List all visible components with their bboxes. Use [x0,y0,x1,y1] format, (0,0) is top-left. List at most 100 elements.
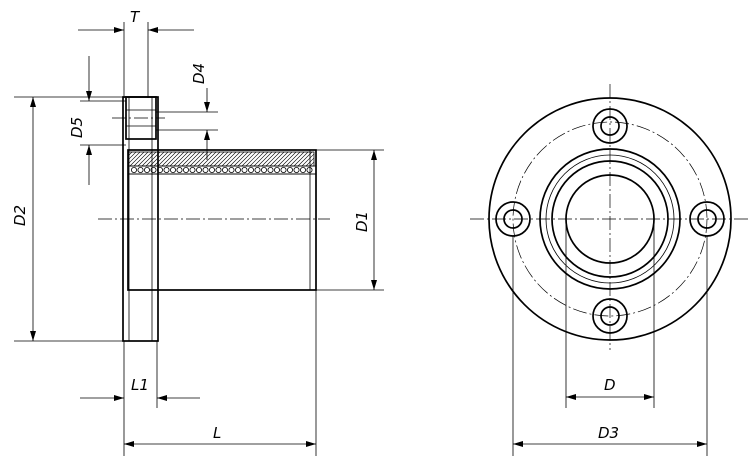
hatch-line [233,152,249,166]
body-inner-circle [545,154,675,284]
ball [293,166,300,173]
ball [169,166,176,173]
ball [221,166,228,173]
ball [189,166,196,173]
hatch-line [110,152,124,166]
hatch-line [309,161,314,166]
hatch-line [249,152,265,166]
flange-outer-circle [488,97,732,341]
hatch-line [261,152,277,166]
hatch-line [305,157,314,166]
hatch-line [201,152,217,166]
label-D5: D5 [68,117,86,138]
hatch-line [269,152,285,166]
ball [234,166,241,173]
hatch-line [181,152,197,166]
hatch-line [141,152,157,166]
label-D2: D2 [11,205,29,226]
ball [130,166,137,173]
ball [143,166,150,173]
hatch-line [165,152,181,166]
front-dimensions: D D3 [512,219,708,456]
ball [254,166,261,173]
bolt-circle [512,121,708,317]
ball [273,166,280,173]
ball [195,166,202,173]
hatch-line [277,152,293,166]
hatch-line [289,152,305,166]
ball [267,166,274,173]
mounting-hole-top [592,108,628,144]
hatch-line [281,152,297,166]
ball [163,166,170,173]
label-L1: L1 [131,376,149,394]
body-circle [539,148,681,290]
hatch-line [213,152,229,166]
hatch-line [257,152,273,166]
hatch-line [326,152,340,166]
ball [215,166,222,173]
hatch-line [265,152,281,166]
front-view [470,84,748,350]
side-dimensions: T D4 D5 D2 D1 L1 L [11,8,384,456]
hatch-line [173,152,189,166]
hatch-line [128,152,129,153]
hatch-line [128,152,137,161]
ball [260,166,267,173]
hatch-line [245,152,261,166]
hatch-line [241,152,257,166]
hatch-line [217,152,233,166]
hatch-line [273,152,289,166]
hatch-line [169,152,185,166]
hatch-line [253,152,269,166]
ball [306,166,313,173]
hatch-line [229,152,245,166]
hatch-line [285,152,301,166]
ball [247,166,254,173]
hatch-border [127,151,315,167]
ball [280,166,287,173]
ball [202,166,209,173]
ball [137,166,144,173]
mounting-hole-bottom [592,298,628,334]
hatch-line [197,152,213,166]
ball [299,166,306,173]
ball [208,166,215,173]
hatch-line [221,152,237,166]
sleeve-circle [551,160,669,278]
label-L: L [213,424,221,442]
hatch-line [145,152,161,166]
ball [228,166,235,173]
ball [241,166,248,173]
ball [176,166,183,173]
hatch-section [110,152,340,166]
hatch-line [205,152,221,166]
label-D1: D1 [353,211,371,232]
ball-row [130,166,313,173]
label-T: T [130,8,141,26]
hatch-line [157,152,173,166]
hatch-line [185,152,201,166]
hatch-line [318,152,332,166]
ball [156,166,163,173]
ball [286,166,293,173]
hatch-line [322,152,336,166]
hatch-line [129,152,145,166]
hatch-line [128,152,133,157]
hatch-line [137,152,153,166]
hatch-line [209,152,225,166]
hatch-line [161,152,177,166]
label-D4: D4 [190,63,208,84]
hatch-line [177,152,193,166]
hatch-line [297,152,313,166]
side-view [98,96,340,342]
ball [182,166,189,173]
hatch-line [293,152,309,166]
hatch-line [153,152,169,166]
hatch-line [225,152,241,166]
hatch-line [133,152,149,166]
hatch-line [149,152,165,166]
hatch-line [193,152,209,166]
ball [150,166,157,173]
